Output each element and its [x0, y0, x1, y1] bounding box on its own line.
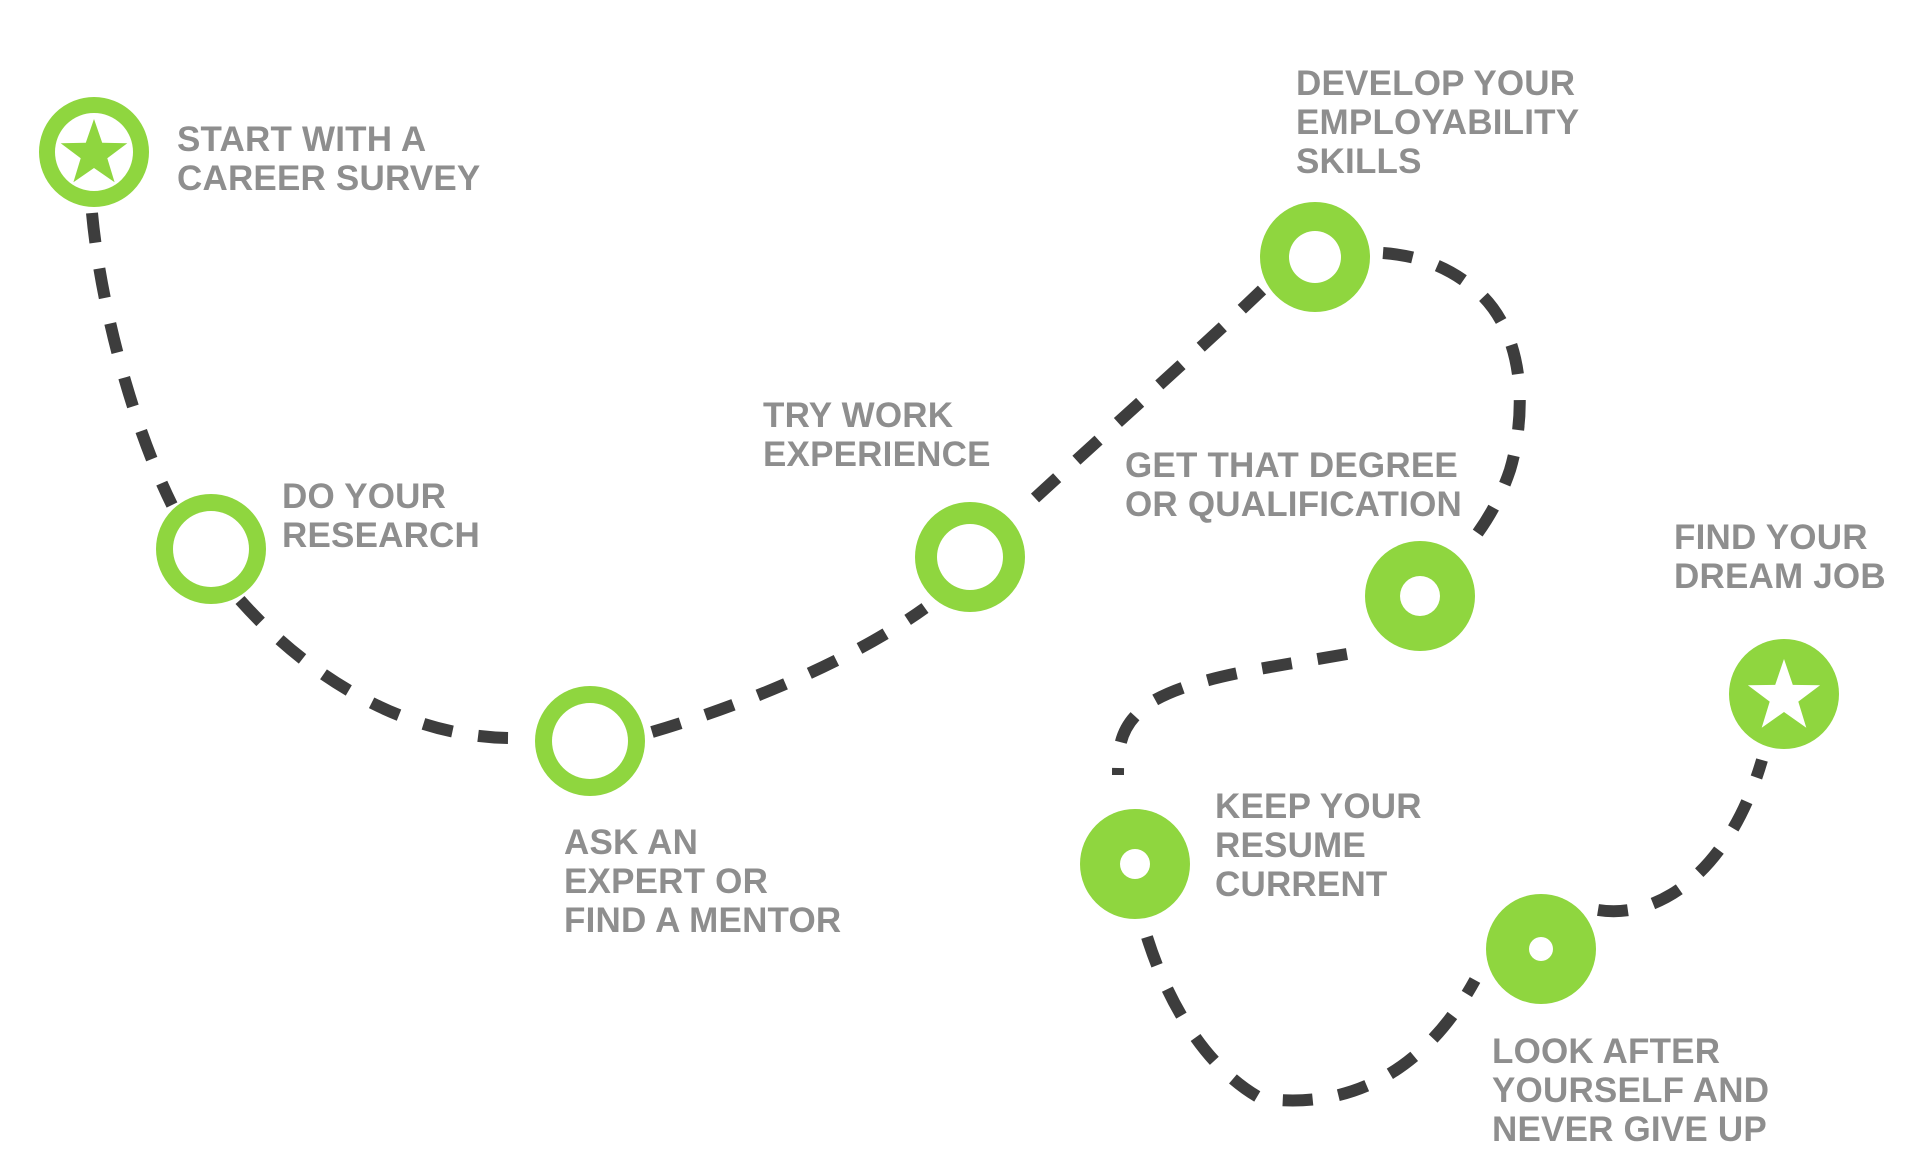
step-label-line: EMPLOYABILITY [1296, 103, 1580, 142]
marker-hole [552, 703, 628, 779]
path-segment-4-5 [1030, 285, 1267, 503]
step-label-line: START WITH A [177, 120, 427, 159]
step-label-line: RESEARCH [282, 516, 481, 555]
step-label-line: ASK AN [564, 823, 699, 862]
star-icon [1747, 659, 1821, 728]
step-label-line: TRY WORK [763, 396, 954, 435]
step-label-line: CAREER SURVEY [177, 159, 481, 198]
step-markers [39, 97, 1839, 1004]
star-icon [60, 119, 128, 183]
step-label-line: DREAM JOB [1674, 557, 1886, 596]
marker-hole [1289, 231, 1341, 283]
step-label-line: LOOK AFTER [1492, 1032, 1721, 1071]
step-label-line: YOURSELF AND [1492, 1071, 1770, 1110]
marker-hole [173, 511, 249, 587]
step-label-line: SKILLS [1296, 142, 1422, 181]
step-label-line: CURRENT [1215, 865, 1388, 904]
step-marker-7-ring-icon [1080, 809, 1190, 919]
step-label-line: OR QUALIFICATION [1125, 485, 1462, 524]
step-label-line: EXPERT OR [564, 862, 769, 901]
marker-hole [1400, 576, 1440, 616]
path-segment-6-7 [1112, 648, 1349, 776]
step-label-line: EXPERIENCE [763, 435, 991, 474]
step-marker-6-ring-icon [1365, 541, 1475, 651]
step-label-line: GET THAT DEGREE [1125, 446, 1458, 485]
marker-hole [937, 524, 1003, 590]
marker-hole [1529, 937, 1553, 961]
step-marker-1-star-filled-icon [39, 97, 149, 207]
step-label-line: DEVELOP YOUR [1296, 64, 1576, 103]
marker-hole [1120, 849, 1150, 879]
path-segment-8-9 [1597, 758, 1768, 918]
step-label-line: NEVER GIVE UP [1492, 1110, 1767, 1149]
step-marker-9-star-solid-icon [1729, 639, 1839, 749]
step-marker-8-ring-icon [1486, 894, 1596, 1004]
step-label-line: DO YOUR [282, 477, 447, 516]
step-marker-5-ring-icon [1260, 202, 1370, 312]
step-marker-3-ring-icon [535, 686, 645, 796]
step-label-line: KEEP YOUR [1215, 787, 1422, 826]
dashed-path [86, 212, 1768, 1107]
path-segment-3-4 [650, 603, 929, 738]
path-segment-2-3 [235, 596, 513, 744]
step-label-line: FIND A MENTOR [564, 901, 842, 940]
path-segment-7-8 [1141, 935, 1481, 1107]
step-label-line: FIND YOUR [1674, 518, 1868, 557]
step-marker-2-ring-icon [156, 494, 266, 604]
step-label-line: RESUME [1215, 826, 1366, 865]
step-marker-4-ring-icon [915, 502, 1025, 612]
path-segment-1-2 [86, 212, 178, 508]
